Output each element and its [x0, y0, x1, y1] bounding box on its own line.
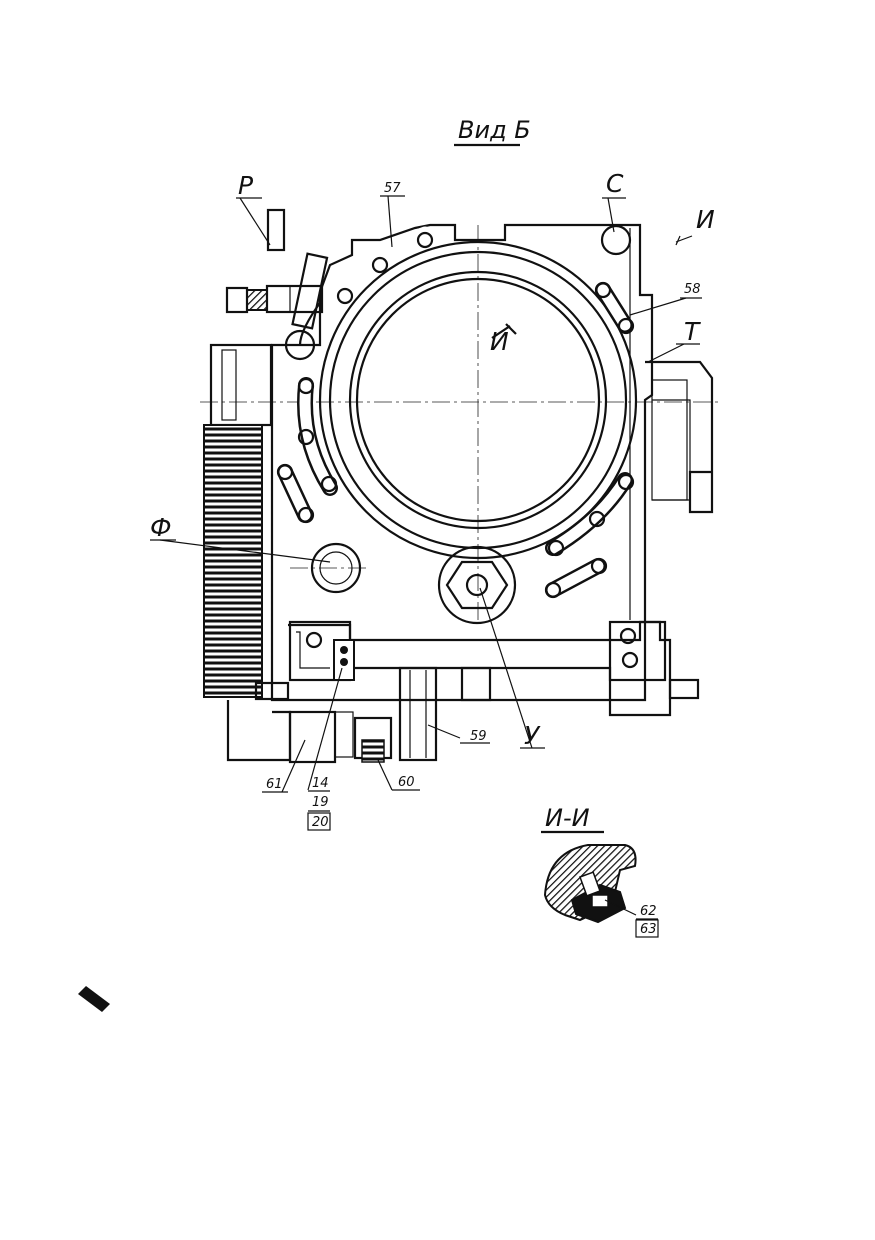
callout-14: 14: [312, 776, 329, 791]
callout-61: 61: [266, 777, 283, 792]
arc-slot-right: [545, 472, 635, 557]
slot-left-lower: [276, 463, 315, 524]
hole-f: [310, 542, 362, 594]
callout-62: 62: [640, 904, 657, 919]
label-u: У: [524, 721, 541, 750]
section-detail: [543, 844, 637, 924]
arc-slot-top: [336, 226, 434, 305]
label-f: Ф: [150, 513, 172, 542]
callout-63: 63: [640, 922, 657, 937]
slot-right-top: [594, 281, 635, 335]
slot-right-lower: [544, 557, 608, 599]
callout-19: 19: [312, 795, 329, 810]
mark-i-arrow: [491, 323, 517, 339]
heat-sink: [203, 343, 290, 701]
lower-blocks: [226, 666, 438, 764]
section-title: И-И: [545, 804, 590, 832]
callout-62-leader: [604, 899, 637, 916]
leader-lines: [150, 195, 702, 793]
label-i-mid: И: [490, 327, 509, 356]
callout-59: 59: [470, 729, 487, 744]
callout-20: 20: [312, 815, 329, 830]
corner-mark: [78, 986, 110, 1012]
housing-body: [270, 223, 654, 702]
callout-63-box: [635, 919, 659, 938]
callout-20-box: [307, 812, 331, 831]
right-attachment: [645, 360, 714, 514]
label-t: Т: [684, 317, 701, 346]
centerlines: [200, 225, 720, 620]
callout-58: 58: [684, 282, 701, 297]
label-c: С: [606, 169, 624, 198]
label-p: Р: [238, 171, 254, 200]
bottom-rail: [288, 620, 700, 717]
callout-60: 60: [398, 775, 415, 790]
adjuster-p: [225, 208, 329, 361]
hole-c: [600, 224, 632, 256]
view-title: Вид Б: [458, 116, 531, 144]
hex-nut-u: [437, 545, 517, 625]
label-i-top: И: [696, 205, 715, 234]
callout-57: 57: [384, 181, 401, 196]
arc-slot-left: [297, 377, 338, 496]
optical-ring: [318, 240, 638, 560]
